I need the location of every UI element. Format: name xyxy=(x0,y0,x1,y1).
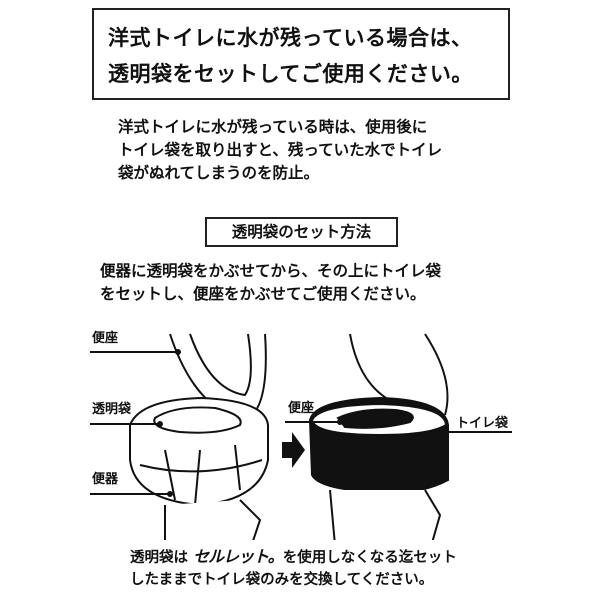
arrow-right-icon xyxy=(282,432,305,468)
label-seat-right: 便座 xyxy=(288,401,315,416)
intro-line-1: 洋式トイレに水が残っている時は、使用後に xyxy=(118,118,428,136)
intro-paragraph: 洋式トイレに水が残っている時は、使用後に トイレ袋を取り出すと、残っていた水でト… xyxy=(118,116,442,185)
label-bowl: 便器 xyxy=(92,472,119,487)
note-paragraph: 透明袋は セルレット。を使用しなくなる迄セット したままでトイレ袋のみを交換して… xyxy=(130,546,457,591)
label-seat-left: 便座 xyxy=(92,331,119,346)
right-toilet-icon xyxy=(308,333,449,540)
method-paragraph: 便器に透明袋をかぶせてから、その上にトイレ袋 をセットし、便座をかぶせてご使用く… xyxy=(100,260,441,306)
intro-line-3: 袋がぬれてしまうのを防止。 xyxy=(118,164,320,182)
intro-line-2: トイレ袋を取り出すと、残っていた水でトイレ xyxy=(118,141,443,159)
note-line-2: したままでトイレ袋のみを交換してください。 xyxy=(130,572,434,588)
note-suffix: を使用しなくなる迄セット xyxy=(282,550,457,566)
label-clear-bag: 透明袋 xyxy=(92,402,132,417)
method-heading: 透明袋のセット方法 xyxy=(205,217,398,247)
left-toilet-icon xyxy=(129,333,269,540)
brand-logo: セルレット。 xyxy=(193,547,284,566)
note-prefix: 透明袋は xyxy=(130,550,188,566)
method-line-1: 便器に透明袋をかぶせてから、その上にトイレ袋 xyxy=(100,262,442,280)
label-toilet-bag: トイレ袋 xyxy=(456,416,509,431)
title-line-2: 透明袋をセットしてご使用ください。 xyxy=(108,62,473,86)
method-line-2: をセットし、便座をかぶせてご使用ください。 xyxy=(100,285,426,303)
title-box: 洋式トイレに水が残っている場合は、 透明袋をセットしてご使用ください。 xyxy=(92,8,510,100)
toilet-illustration xyxy=(90,333,512,540)
title-line-1: 洋式トイレに水が残っている場合は、 xyxy=(108,26,473,50)
